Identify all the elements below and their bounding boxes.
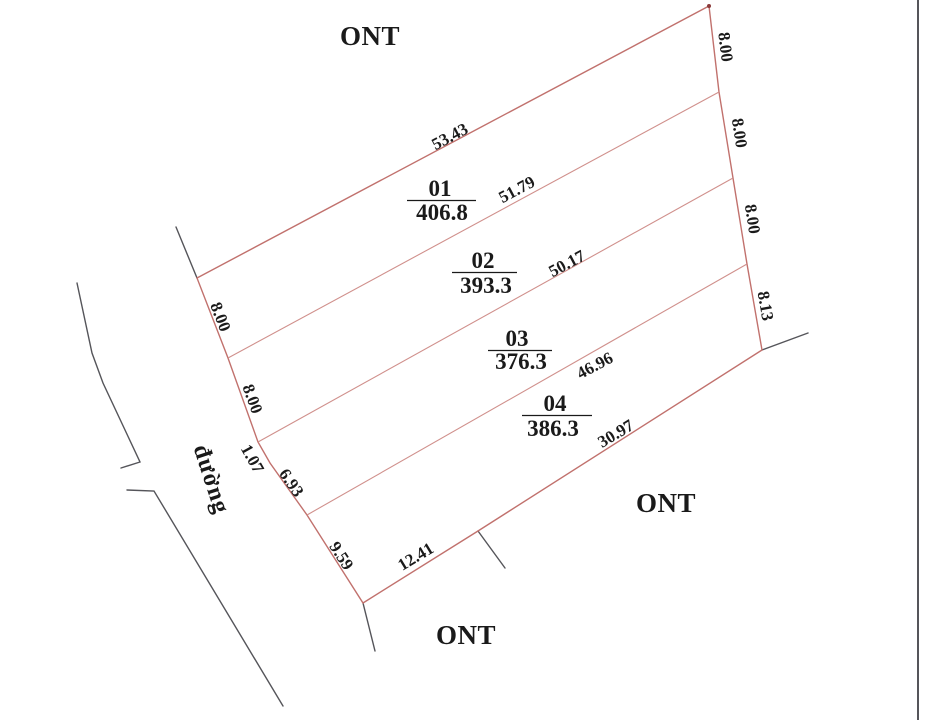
boundary-branch-bottom	[477, 530, 506, 569]
dim-left-edge-5: 9.59	[325, 538, 357, 573]
land-use-labels: ONT ONT ONT đường	[188, 21, 696, 650]
ont-label-bottom: ONT	[436, 620, 496, 650]
road-label: đường	[188, 441, 235, 517]
dim-right-edge-1: 8.00	[714, 31, 736, 63]
boundary-extension-topleft	[175, 226, 198, 279]
parcel-label-01: 01 406.8	[407, 176, 476, 225]
parcel-02-area: 393.3	[460, 273, 512, 298]
dim-right-edge-3: 8.00	[741, 203, 764, 235]
dim-right-edge-4: 8.13	[754, 290, 778, 323]
dim-left-edge-3: 1.07	[237, 441, 268, 477]
parcel-03-number: 03	[506, 326, 529, 351]
boundary-branch-corner	[362, 602, 376, 652]
dim-left-edge-1: 8.00	[206, 300, 234, 335]
dim-top-edge: 53.43	[428, 119, 471, 154]
parcel-boundaries	[196, 4, 763, 604]
parcel-01-area: 406.8	[416, 200, 468, 225]
parcel-labels: 01 406.8 02 393.3 03 376.3 04 386.3	[407, 176, 592, 441]
parcel-02-number: 02	[472, 248, 495, 273]
road-lines	[76, 0, 919, 720]
corner-node	[707, 4, 711, 8]
dim-divider-02-03: 50.17	[545, 246, 588, 281]
dim-left-edge-4: 6.93	[275, 465, 308, 500]
boundary-extension-right	[761, 332, 809, 351]
dim-left-edge-2: 8.00	[238, 382, 266, 416]
dim-bottom-edge-2: 30.97	[594, 415, 637, 451]
parcel-label-04: 04 386.3	[522, 391, 592, 441]
dim-divider-03-04: 46.96	[573, 348, 616, 383]
divider-parcel-02-03	[257, 177, 734, 443]
divider-parcel-03-04	[306, 263, 748, 516]
ont-label-top: ONT	[340, 21, 400, 51]
parcel-01-number: 01	[429, 176, 452, 201]
parcel-03-area: 376.3	[495, 349, 547, 374]
parcel-04-number: 04	[544, 391, 568, 416]
road-edge-west-lower	[126, 489, 284, 707]
road-edge-west-upper	[76, 282, 141, 469]
parcel-04-area: 386.3	[527, 416, 579, 441]
dim-right-edge-2: 8.00	[728, 117, 751, 149]
ont-label-right: ONT	[636, 488, 696, 518]
parcel-label-03: 03 376.3	[488, 326, 552, 374]
parcel-label-02: 02 393.3	[452, 248, 517, 298]
divider-parcel-01-02	[227, 91, 720, 359]
